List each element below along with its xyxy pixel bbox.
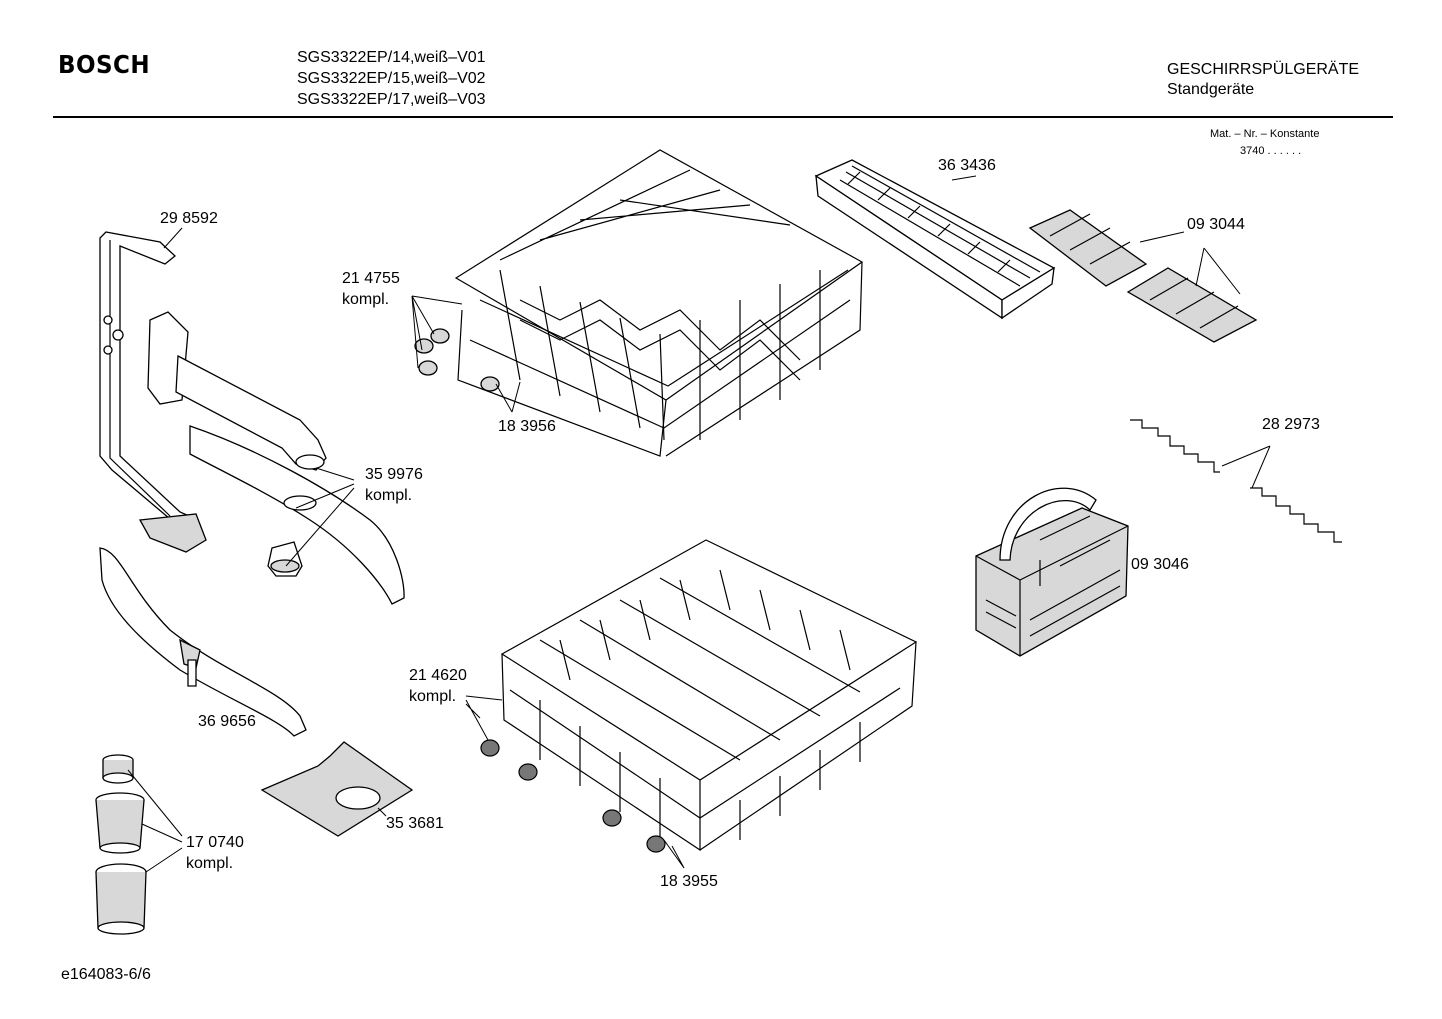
header-divider (53, 116, 1393, 118)
material-number-label: Mat. – Nr. – Konstante (1210, 128, 1320, 140)
model-line-2: SGS3322EP/15,weiß–V02 (297, 70, 486, 87)
leader-lines (128, 176, 1270, 872)
supply-tube-drawing (100, 232, 206, 552)
model-line-1: SGS3322EP/14,weiß–V01 (297, 49, 486, 66)
document-id: e164083-6/6 (61, 966, 151, 983)
upper-basket-drawing (415, 150, 862, 456)
part-label-214620-note: kompl. (409, 688, 457, 705)
cup-shelf-drawing (816, 160, 1054, 318)
part-label-353681[interactable]: 35 3681 (386, 815, 444, 832)
filter-plate-drawing (262, 742, 412, 836)
side-rails-drawing (1130, 420, 1342, 542)
part-label-359976[interactable]: 35 9976 (365, 466, 423, 483)
part-label-298592[interactable]: 29 8592 (160, 210, 218, 227)
spray-arm-feed-drawing (148, 312, 404, 604)
part-label-170740-note: kompl. (186, 855, 234, 872)
part-label-359976-note: kompl. (365, 487, 413, 504)
part-label-093044[interactable]: 09 3044 (1187, 216, 1245, 233)
category-title: GESCHIRRSPÜLGERÄTE (1167, 61, 1360, 78)
part-label-093046[interactable]: 09 3046 (1131, 556, 1189, 573)
material-number-value: 3740 . . . . . . (1240, 145, 1302, 157)
filter-set-drawing (96, 755, 146, 934)
part-label-282973[interactable]: 28 2973 (1262, 416, 1320, 433)
subcategory-title: Standgeräte (1167, 81, 1255, 98)
brand-logo: BOSCH (58, 50, 151, 79)
part-label-170740[interactable]: 17 0740 (186, 834, 244, 851)
part-label-363436[interactable]: 36 3436 (938, 157, 996, 174)
part-label-214620[interactable]: 21 4620 (409, 667, 467, 684)
flip-racks-drawing (1030, 210, 1256, 342)
lower-spray-arm-drawing (100, 548, 306, 736)
lower-basket-drawing (481, 540, 916, 852)
part-label-183956[interactable]: 18 3956 (498, 418, 556, 435)
part-label-183955[interactable]: 18 3955 (660, 873, 718, 890)
part-label-369656[interactable]: 36 9656 (198, 713, 256, 730)
model-line-3: SGS3322EP/17,weiß–V03 (297, 91, 486, 108)
cutlery-basket-drawing (976, 488, 1128, 656)
part-label-214755[interactable]: 21 4755 (342, 270, 400, 287)
part-label-214755-note: kompl. (342, 291, 390, 308)
